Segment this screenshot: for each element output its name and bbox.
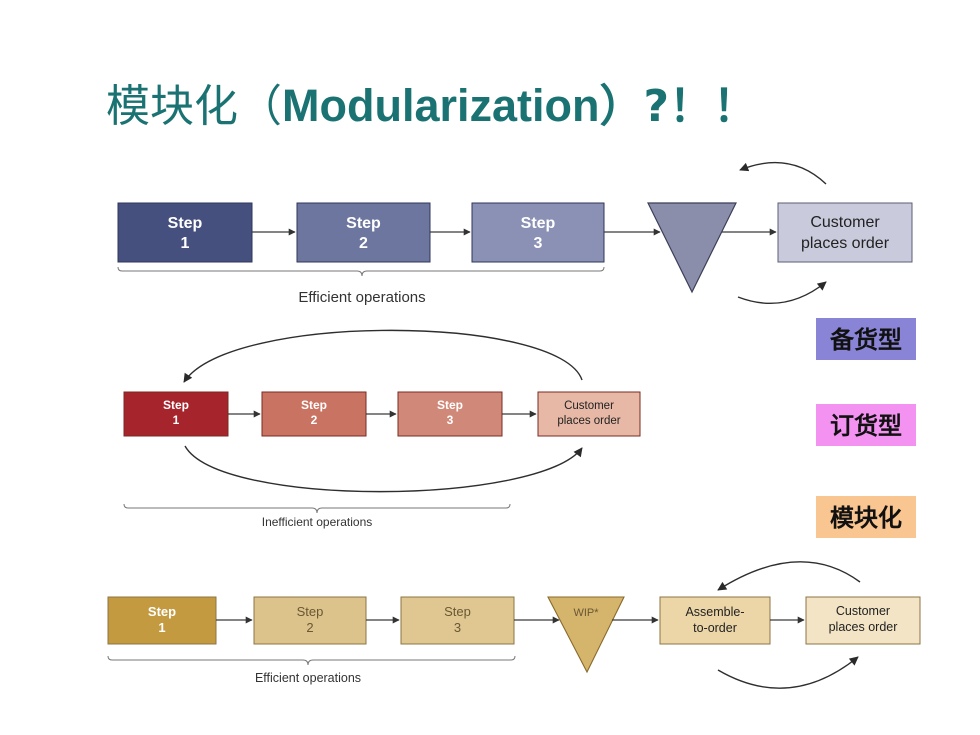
side-label-modular-box xyxy=(816,496,916,538)
step-1-box xyxy=(107,596,217,645)
step-2-box xyxy=(296,202,431,263)
step-2-label: Step xyxy=(346,215,381,232)
side-label-make-to-stock: 备货型 xyxy=(829,326,902,354)
customer-label-line2: places order xyxy=(801,235,890,252)
operations-bracket xyxy=(107,655,516,666)
side-label-make-to-order-box xyxy=(816,404,916,446)
assemble-to-order-box xyxy=(659,596,771,645)
step-2-label: Step xyxy=(301,398,327,412)
operations-bracket xyxy=(117,266,605,277)
step-2-number: 2 xyxy=(311,413,318,427)
make-to-order-diagram: Step 1 Step 2 Step 3 Customer places ord… xyxy=(123,329,641,529)
assemble-label-line2: to-order xyxy=(693,621,737,635)
title-prefix: 模块化（ xyxy=(106,81,282,132)
modular-diagram: Step 1 Step 2 Step 3 WIP* Assemble- to-o… xyxy=(107,561,921,689)
wip-label: WIP* xyxy=(573,607,599,619)
step-2-number: 2 xyxy=(306,620,313,635)
customer-label-line2: places order xyxy=(829,620,898,634)
step-3-box xyxy=(471,202,605,263)
side-label-modular: 模块化 xyxy=(830,504,902,532)
make-to-stock-diagram: Step 1 Step 2 Step 3 Customer places ord… xyxy=(117,161,913,306)
customer-label-line1: Customer xyxy=(836,604,890,618)
cycle-arrow-bottom xyxy=(184,445,583,493)
customer-order-box xyxy=(777,202,913,263)
step-3-box xyxy=(397,391,503,437)
operations-label: Efficient operations xyxy=(255,671,361,685)
page-title: 模块化（Modularization）?！！ xyxy=(106,76,757,136)
strategy-labels: 备货型 订货型 模块化 xyxy=(816,318,916,538)
step-3-box xyxy=(400,596,515,645)
title-term: Modularization xyxy=(282,80,600,131)
step-3-number: 3 xyxy=(447,413,454,427)
step-3-label: Step xyxy=(521,215,556,232)
title-suffix: ）?！！ xyxy=(599,81,758,132)
cycle-arrow-bottom xyxy=(737,281,827,304)
customer-order-box xyxy=(805,596,921,645)
side-label-make-to-stock-box xyxy=(816,318,916,360)
cycle-arrow-bottom xyxy=(717,656,859,689)
customer-order-box xyxy=(537,391,641,437)
step-3-number: 3 xyxy=(534,235,543,252)
wip-triangle xyxy=(547,596,625,674)
cycle-arrow-top xyxy=(717,561,861,591)
customer-label-line1: Customer xyxy=(810,214,880,231)
operations-label: Inefficient operations xyxy=(262,515,373,529)
step-2-number: 2 xyxy=(359,235,368,252)
step-2-label: Step xyxy=(297,604,324,619)
inventory-triangle xyxy=(647,202,737,294)
cycle-arrow-top xyxy=(739,161,827,185)
customer-label-line2: places order xyxy=(557,415,620,427)
step-3-label: Step xyxy=(444,604,471,619)
step-1-number: 1 xyxy=(173,413,180,427)
step-1-box xyxy=(117,202,253,263)
customer-label-line1: Customer xyxy=(564,400,614,412)
step-1-label: Step xyxy=(163,398,189,412)
step-1-number: 1 xyxy=(181,235,190,252)
step-3-number: 3 xyxy=(454,620,461,635)
step-1-label: Step xyxy=(148,604,176,619)
side-label-make-to-order: 订货型 xyxy=(830,412,902,440)
operations-bracket xyxy=(123,503,511,514)
step-3-label: Step xyxy=(437,398,463,412)
step-1-number: 1 xyxy=(158,620,165,635)
step-1-label: Step xyxy=(168,215,203,232)
operations-label: Efficient operations xyxy=(298,289,425,306)
assemble-label-line1: Assemble- xyxy=(685,605,744,619)
cycle-arrow-top xyxy=(183,329,583,383)
